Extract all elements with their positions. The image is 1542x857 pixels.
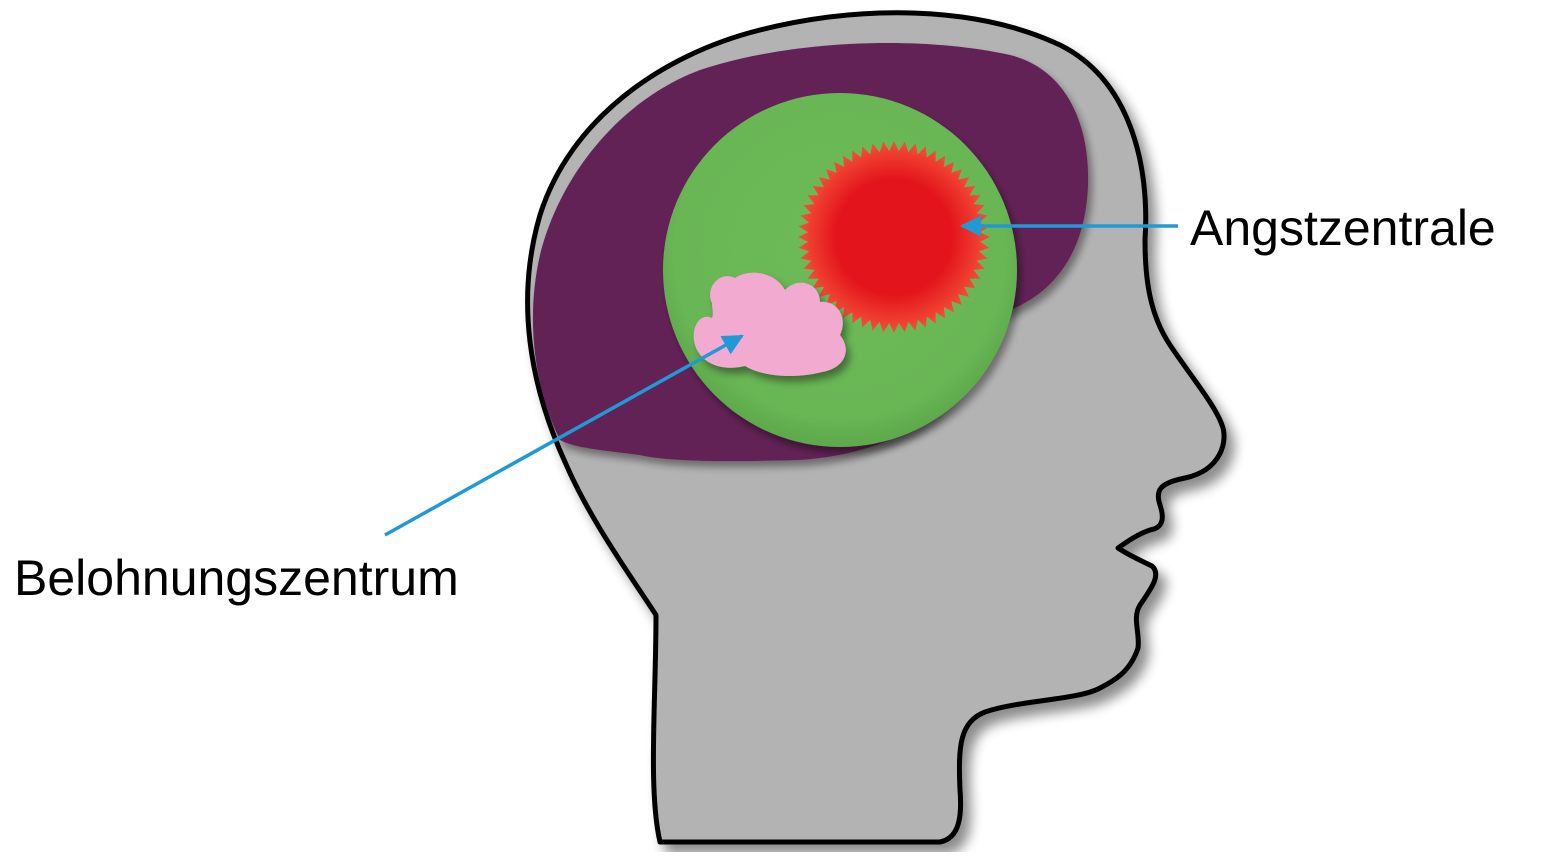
angstzentrale-label: Angstzentrale [1190, 203, 1496, 253]
belohnungszentrum-label: Belohnungszentrum [14, 553, 459, 603]
